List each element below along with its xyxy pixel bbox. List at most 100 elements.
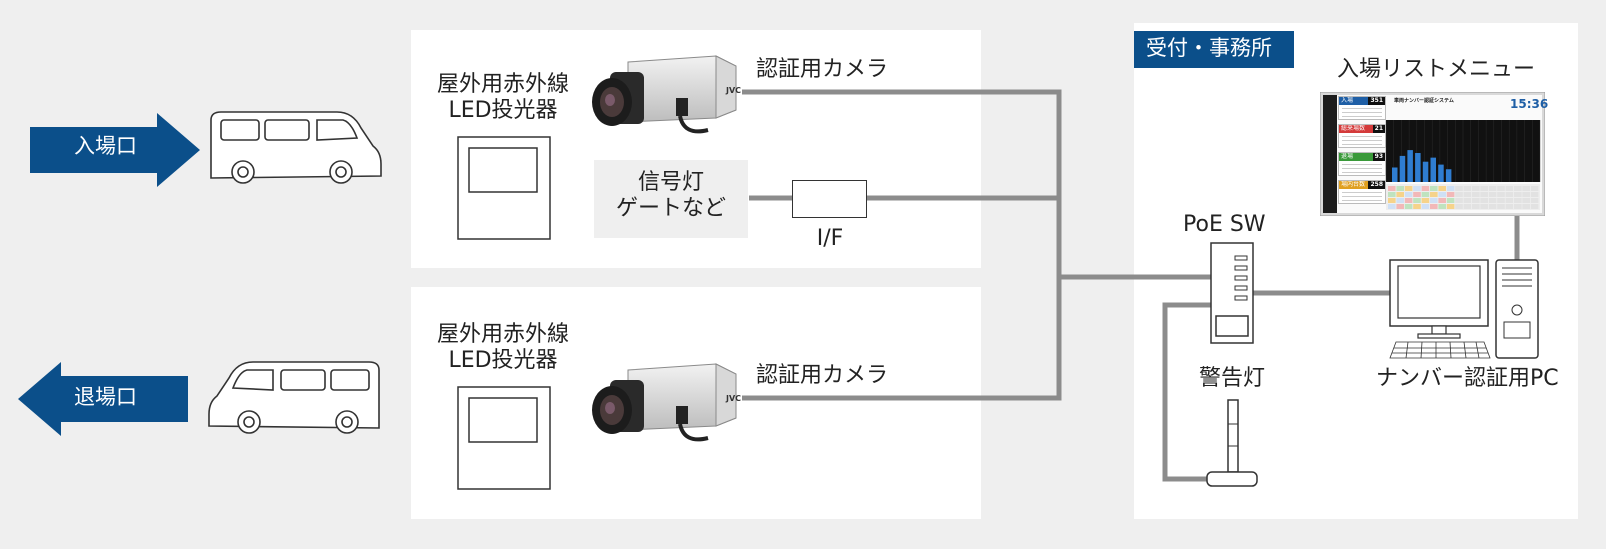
ir-led-label-2-line1: 屋外用赤外線 bbox=[436, 322, 569, 347]
monitor-count-row bbox=[1342, 140, 1382, 141]
monitor-table-cell bbox=[1488, 186, 1497, 191]
monitor-table-cell bbox=[1480, 204, 1488, 209]
monitor-table-cell bbox=[1421, 204, 1430, 209]
monitor-table-cell bbox=[1413, 192, 1421, 197]
monitor-count-row bbox=[1342, 168, 1382, 169]
monitor-table-cell bbox=[1396, 198, 1404, 203]
monitor-table-cell bbox=[1522, 186, 1530, 191]
list-menu-label: 入場リストメニュー bbox=[1337, 57, 1536, 82]
monitor-table-cell bbox=[1497, 204, 1505, 209]
monitor-table-cell bbox=[1505, 204, 1514, 209]
monitor-table-cell bbox=[1480, 198, 1488, 203]
monitor-table-cell bbox=[1530, 192, 1539, 197]
monitor-count-value: 351 bbox=[1368, 97, 1385, 105]
monitor-table-cell bbox=[1396, 192, 1404, 197]
monitor-table-cell bbox=[1472, 204, 1480, 209]
monitor-count-row bbox=[1342, 116, 1382, 117]
monitor-bar bbox=[1415, 153, 1421, 182]
signal-gate-box bbox=[594, 160, 748, 238]
monitor-table-cell bbox=[1404, 204, 1413, 209]
monitor-bar bbox=[1399, 155, 1406, 182]
entrance-label: 入場口 bbox=[74, 134, 137, 158]
monitor-table-cell bbox=[1404, 198, 1413, 203]
if-box bbox=[792, 180, 867, 218]
monitor-count-label: 総来場数 bbox=[1341, 125, 1366, 132]
monitor-table-cell bbox=[1404, 186, 1413, 191]
signal-gate-line2: ゲートなど bbox=[615, 196, 726, 222]
monitor-count-row bbox=[1342, 136, 1382, 137]
ir-led-label-1: 屋外用赤外線 LED投光器 bbox=[428, 72, 578, 125]
monitor-table-cell bbox=[1522, 198, 1530, 203]
monitor-count-row bbox=[1342, 200, 1382, 201]
monitor-table-cell bbox=[1497, 198, 1505, 203]
monitor-table-cell bbox=[1455, 198, 1463, 203]
monitor-table-cell bbox=[1522, 204, 1530, 209]
monitor-table-cell bbox=[1388, 204, 1396, 209]
ir-led-label-1-line1: 屋外用赤外線 bbox=[436, 72, 569, 97]
monitor-table-cell bbox=[1396, 204, 1404, 209]
monitor-table-cell bbox=[1430, 198, 1438, 203]
monitor-table-cell bbox=[1413, 198, 1421, 203]
exit-label: 退場口 bbox=[74, 385, 137, 409]
poe-switch-label: PoE SW bbox=[1183, 212, 1266, 237]
auth-camera-icon-1 bbox=[592, 55, 737, 134]
monitor-table-cell bbox=[1430, 192, 1438, 197]
monitor-table-cell bbox=[1472, 186, 1480, 191]
monitor-count-label: 場内台数 bbox=[1341, 181, 1366, 188]
wire-camera1 bbox=[742, 89, 1062, 401]
monitor-table-cell bbox=[1463, 192, 1472, 197]
monitor-table-cell bbox=[1438, 204, 1446, 209]
monitor-table-cell bbox=[1438, 192, 1446, 197]
monitor-table-cell bbox=[1404, 192, 1413, 197]
monitor-table-cell bbox=[1488, 192, 1497, 197]
warning-light-label: 警告灯 bbox=[1199, 366, 1266, 391]
monitor-table-cell bbox=[1514, 204, 1522, 209]
monitor-table-cell bbox=[1472, 192, 1480, 197]
monitor-table-cell bbox=[1396, 186, 1404, 191]
monitor-bar bbox=[1445, 169, 1452, 182]
monitor-count-row bbox=[1342, 112, 1382, 113]
monitor-count-value: 258 bbox=[1368, 181, 1385, 189]
signal-gate-label: 信号灯 ゲートなど bbox=[594, 170, 748, 223]
monitor-table-cell bbox=[1446, 186, 1455, 191]
auth-camera-icon-2 bbox=[592, 363, 737, 442]
wire-poe-warning bbox=[1162, 302, 1212, 482]
monitor-table-cell bbox=[1530, 204, 1539, 209]
monitor-table-cell bbox=[1463, 198, 1472, 203]
monitor-table-cell bbox=[1480, 186, 1488, 191]
monitor-count-row bbox=[1342, 108, 1382, 109]
monitor-table-cell bbox=[1480, 192, 1488, 197]
monitor-bar bbox=[1438, 164, 1444, 182]
monitor-table-cell bbox=[1446, 192, 1455, 197]
monitor-table-cell bbox=[1455, 186, 1463, 191]
monitor-count-panel: 総来場数 21 bbox=[1338, 124, 1386, 148]
monitor-table-cell bbox=[1530, 186, 1539, 191]
monitor-app-title: 車両ナンバー認証システム bbox=[1394, 98, 1454, 104]
signal-gate-line1: 信号灯 bbox=[637, 170, 704, 195]
monitor-table-cell bbox=[1446, 204, 1455, 209]
monitor-count-row bbox=[1342, 164, 1382, 165]
monitor-table-cell bbox=[1413, 204, 1421, 209]
monitor-count-row bbox=[1342, 172, 1382, 173]
monitor-table-cell bbox=[1514, 192, 1522, 197]
entrance-arrow bbox=[30, 113, 200, 187]
monitor-count-row bbox=[1342, 144, 1382, 145]
monitor-table-cell bbox=[1430, 186, 1438, 191]
monitor-table-cell bbox=[1488, 204, 1497, 209]
if-label: I/F bbox=[816, 226, 844, 251]
ir-led-label-2: 屋外用赤外線 LED投光器 bbox=[428, 322, 578, 375]
monitor-table-cell bbox=[1421, 192, 1430, 197]
monitor-table-cell bbox=[1388, 198, 1396, 203]
monitor-table-cell bbox=[1421, 198, 1430, 203]
monitor-count-row bbox=[1342, 192, 1382, 193]
monitor-table-cell bbox=[1455, 192, 1463, 197]
monitor-count-value: 93 bbox=[1372, 153, 1385, 161]
monitor-table-cell bbox=[1438, 198, 1446, 203]
van-entering-icon bbox=[210, 111, 382, 184]
monitor-count-value: 21 bbox=[1372, 125, 1385, 133]
